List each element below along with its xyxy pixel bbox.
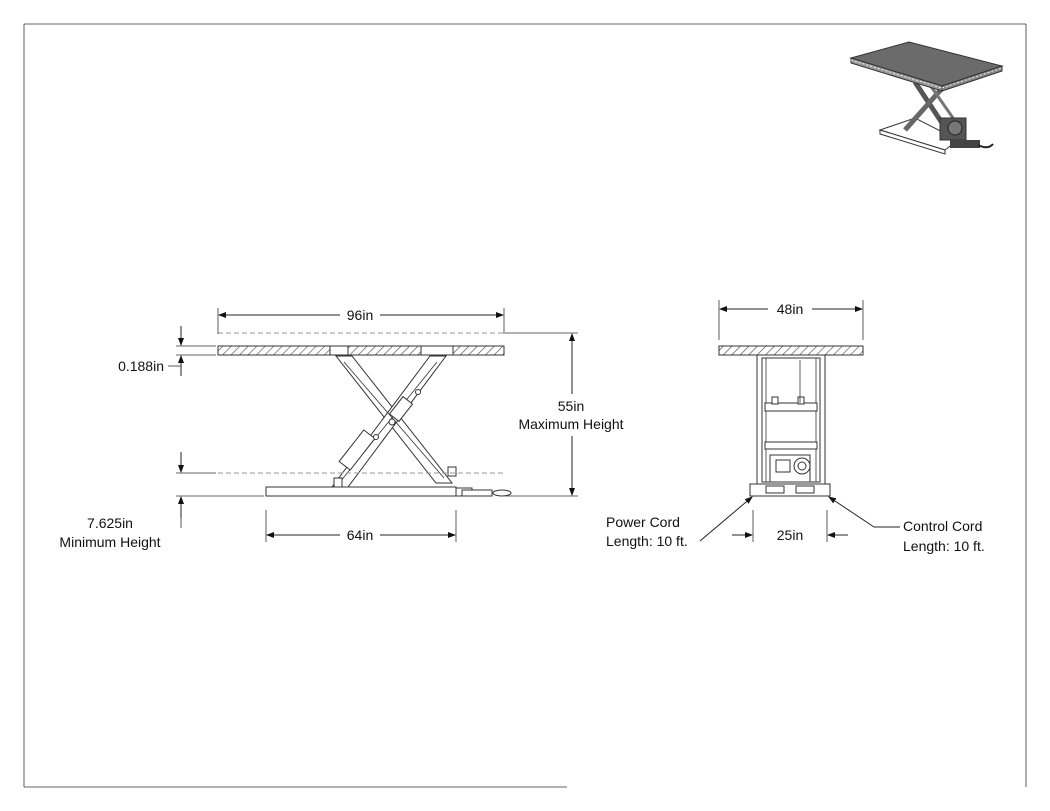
power-cord-title: Power Cord [606,514,680,530]
base-length-label: 64in [347,527,373,543]
side-platform [217,345,505,356]
power-cord-length: Length: 10 ft. [606,533,688,549]
platform-thickness-label: 0.188in [118,358,164,374]
side-view [217,332,512,497]
platform-width-label: 48in [777,301,803,317]
platform-length-label: 96in [347,307,373,323]
min-height-value: 7.625in [87,515,133,531]
dim-platform-length: 96in [217,307,505,334]
lift-cylinder [338,429,376,471]
end-base [749,483,831,497]
dim-base-length: 64in [265,510,457,543]
isometric-view [849,41,1004,155]
dim-base-width: 25in [732,510,848,543]
dim-platform-thickness: 0.188in [118,326,216,376]
dim-min-height: 7.625in Minimum Height [59,452,264,550]
sheet-border [23,23,1027,788]
max-height-value: 55in [558,398,584,414]
end-platform [718,345,864,356]
dim-platform-width: 48in [718,300,864,340]
control-cord-length: Length: 10 ft. [903,538,985,554]
callout-power-cord: Power Cord Length: 10 ft. [606,496,753,549]
dim-max-height: 55in Maximum Height [505,332,624,497]
control-cord-title: Control Cord [903,518,982,534]
max-height-label: Maximum Height [518,416,623,432]
callout-control-cord: Control Cord Length: 10 ft. [828,496,985,554]
base-width-label: 25in [777,527,803,543]
min-height-label: Minimum Height [59,534,160,550]
side-base [265,486,457,497]
end-view [718,345,864,497]
